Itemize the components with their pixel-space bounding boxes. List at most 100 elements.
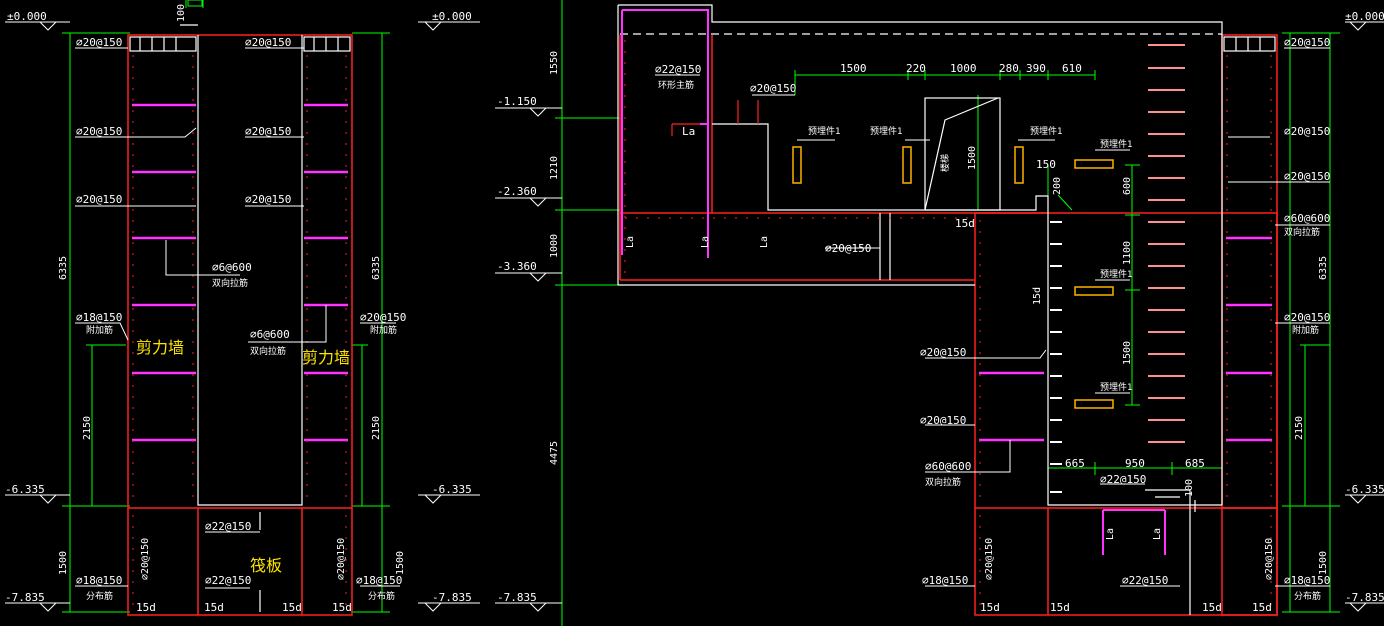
- la-5: La: [1105, 528, 1116, 540]
- rebar-l-5: ⌀20@150: [76, 193, 122, 206]
- rebar-l-4: ⌀20@150: [245, 125, 291, 138]
- right-leaders: [655, 47, 1330, 587]
- elev-left-0: ±0.000: [7, 10, 47, 23]
- dim-r-1100: 1100: [1122, 241, 1133, 265]
- dim-left-2150: 2150: [82, 416, 93, 440]
- rebar-l-15: ⌀20@150: [140, 538, 151, 580]
- dim-r-1000: 1000: [549, 234, 560, 258]
- rebar-r-3: ⌀20@150: [825, 242, 871, 255]
- rebar-r-15: ⌀60@600: [1284, 212, 1330, 225]
- elev-left-7835: -7.835: [5, 591, 45, 604]
- embed-label-5: 预埋件1: [1100, 268, 1132, 280]
- dim-r-390: 390: [1026, 62, 1046, 75]
- embed-label-4: 预埋件1: [1100, 138, 1132, 150]
- dim-l-15d-4: 15d: [332, 601, 352, 614]
- la-1: La: [682, 125, 695, 138]
- dim-r-15d-d: 15d: [1202, 601, 1222, 614]
- dim-right-1500: 1500: [395, 551, 406, 575]
- dim-r-220: 220: [906, 62, 926, 75]
- dim-right-2150: 2150: [371, 416, 382, 440]
- left-shaft-outline: [129, 24, 351, 612]
- dim-l-15d-2: 15d: [204, 601, 224, 614]
- rebar-r-5: ⌀20@150: [920, 414, 966, 427]
- dim-r-6335: 6335: [1318, 256, 1329, 280]
- rebar-l-3: ⌀20@150: [76, 125, 122, 138]
- right-section: -1.150 -2.360 -3.360 -7.835 ±0.000 -6.33…: [495, 0, 1384, 626]
- la-2: La: [625, 236, 636, 248]
- dim-r-1550: 1550: [549, 51, 560, 75]
- elev-r-3360: -3.360: [497, 260, 537, 273]
- elev-left-6335-r: -6.335: [432, 483, 472, 496]
- rebar-l-14: ⌀18@150: [356, 574, 402, 587]
- dim-r-15d-b: 15d: [980, 601, 1000, 614]
- elev-left-7835-r: -7.835: [432, 591, 472, 604]
- rebar-r-16: ⌀20@150: [1284, 311, 1330, 324]
- right-level-lines: [495, 21, 1384, 612]
- rebar-l-6: ⌀20@150: [245, 193, 291, 206]
- note-l-1: 双向拉筋: [212, 277, 248, 289]
- dim-r-2150: 2150: [1294, 416, 1305, 440]
- left-level-lines: [5, 21, 480, 612]
- note-r-1: 环形主筋: [658, 79, 694, 91]
- dim-left-1500: 1500: [58, 551, 69, 575]
- embed-label-1: 预埋件1: [808, 125, 840, 137]
- dim-r-600: 600: [1122, 177, 1133, 195]
- la-4: La: [759, 236, 770, 248]
- embed-label-3: 预埋件1: [1030, 125, 1062, 137]
- la-3: La: [700, 236, 711, 248]
- dim-r-610: 610: [1062, 62, 1082, 75]
- rebar-r-10: ⌀20@150: [984, 538, 995, 580]
- rebar-l-13: ⌀18@150: [76, 574, 122, 587]
- note-r-5: 分布筋: [1294, 590, 1321, 602]
- label-shear-wall-left: 剪力墙: [136, 338, 184, 357]
- note-l-3: 附加筋: [86, 324, 113, 336]
- rebar-r-2: ⌀20@150: [750, 82, 796, 95]
- embed-label-6: 预埋件1: [1100, 381, 1132, 393]
- rebar-r-8: ⌀18@150: [922, 574, 968, 587]
- embed-plates: [792, 146, 1114, 409]
- dim-r-1500-b: 1500: [1122, 341, 1133, 365]
- rebar-r-6: ⌀60@600: [925, 460, 971, 473]
- dim-r-1000-top: 1000: [950, 62, 977, 75]
- rebar-r-7: ⌀22@150: [1100, 473, 1146, 486]
- elev-left-0-r: ±0.000: [432, 10, 472, 23]
- rebar-l-8: ⌀6@600: [250, 328, 290, 341]
- dim-r-200: 200: [1052, 177, 1063, 195]
- rebar-r-13: ⌀20@150: [1284, 125, 1330, 138]
- elev-r-1150: -1.150: [497, 95, 537, 108]
- dim-l-15d-3: 15d: [282, 601, 302, 614]
- elev-left-6335: -6.335: [5, 483, 45, 496]
- elev-r-6335: -6.335: [1345, 483, 1384, 496]
- rebar-r-12: ⌀20@150: [1284, 36, 1330, 49]
- label-raft: 筏板: [250, 556, 282, 575]
- right-concrete-outline: [619, 34, 1278, 616]
- dim-r-15d-c: 15d: [1050, 601, 1070, 614]
- left-top-mark: [187, 0, 203, 7]
- stair-label: 楼梯: [939, 154, 951, 172]
- rebar-r-14: ⌀20@150: [1284, 170, 1330, 183]
- note-r-3: 双向拉筋: [1284, 226, 1320, 238]
- dim-r-15d-a: 15d: [955, 217, 975, 230]
- dim-r-15d-e: 15d: [1252, 601, 1272, 614]
- left-concrete-outline: [127, 34, 353, 616]
- right-rebar-stirrups: [979, 236, 1272, 442]
- rebar-l-10: ⌀20@150: [360, 311, 406, 324]
- dim-r-1500-top: 1500: [840, 62, 867, 75]
- rebar-l-2: ⌀20@150: [245, 36, 291, 49]
- elev-r-7835: -7.835: [497, 591, 537, 604]
- dim-r-1500-a: 1500: [967, 146, 978, 170]
- elev-r-7835-right: -7.835: [1345, 591, 1384, 604]
- dim-r-685: 685: [1185, 457, 1205, 470]
- dim-right-6335: 6335: [371, 256, 382, 280]
- la-6: La: [1152, 528, 1163, 540]
- dim-top-100: 100: [176, 4, 187, 22]
- left-section: ±0.000 -6.335 -7.835 ±0.000 -6.335 -7.83…: [5, 0, 480, 616]
- rebar-l-7: ⌀6@600: [212, 261, 252, 274]
- dim-r-4475: 4475: [549, 441, 560, 465]
- rebar-r-1: ⌀22@150: [655, 63, 701, 76]
- right-rebar: [621, 9, 1166, 555]
- dim-l-15d-1: 15d: [136, 601, 156, 614]
- embed-label-2: 预埋件1: [870, 125, 902, 137]
- dim-r-100: 100: [1184, 479, 1195, 497]
- note-l-6: 分布筋: [368, 590, 395, 602]
